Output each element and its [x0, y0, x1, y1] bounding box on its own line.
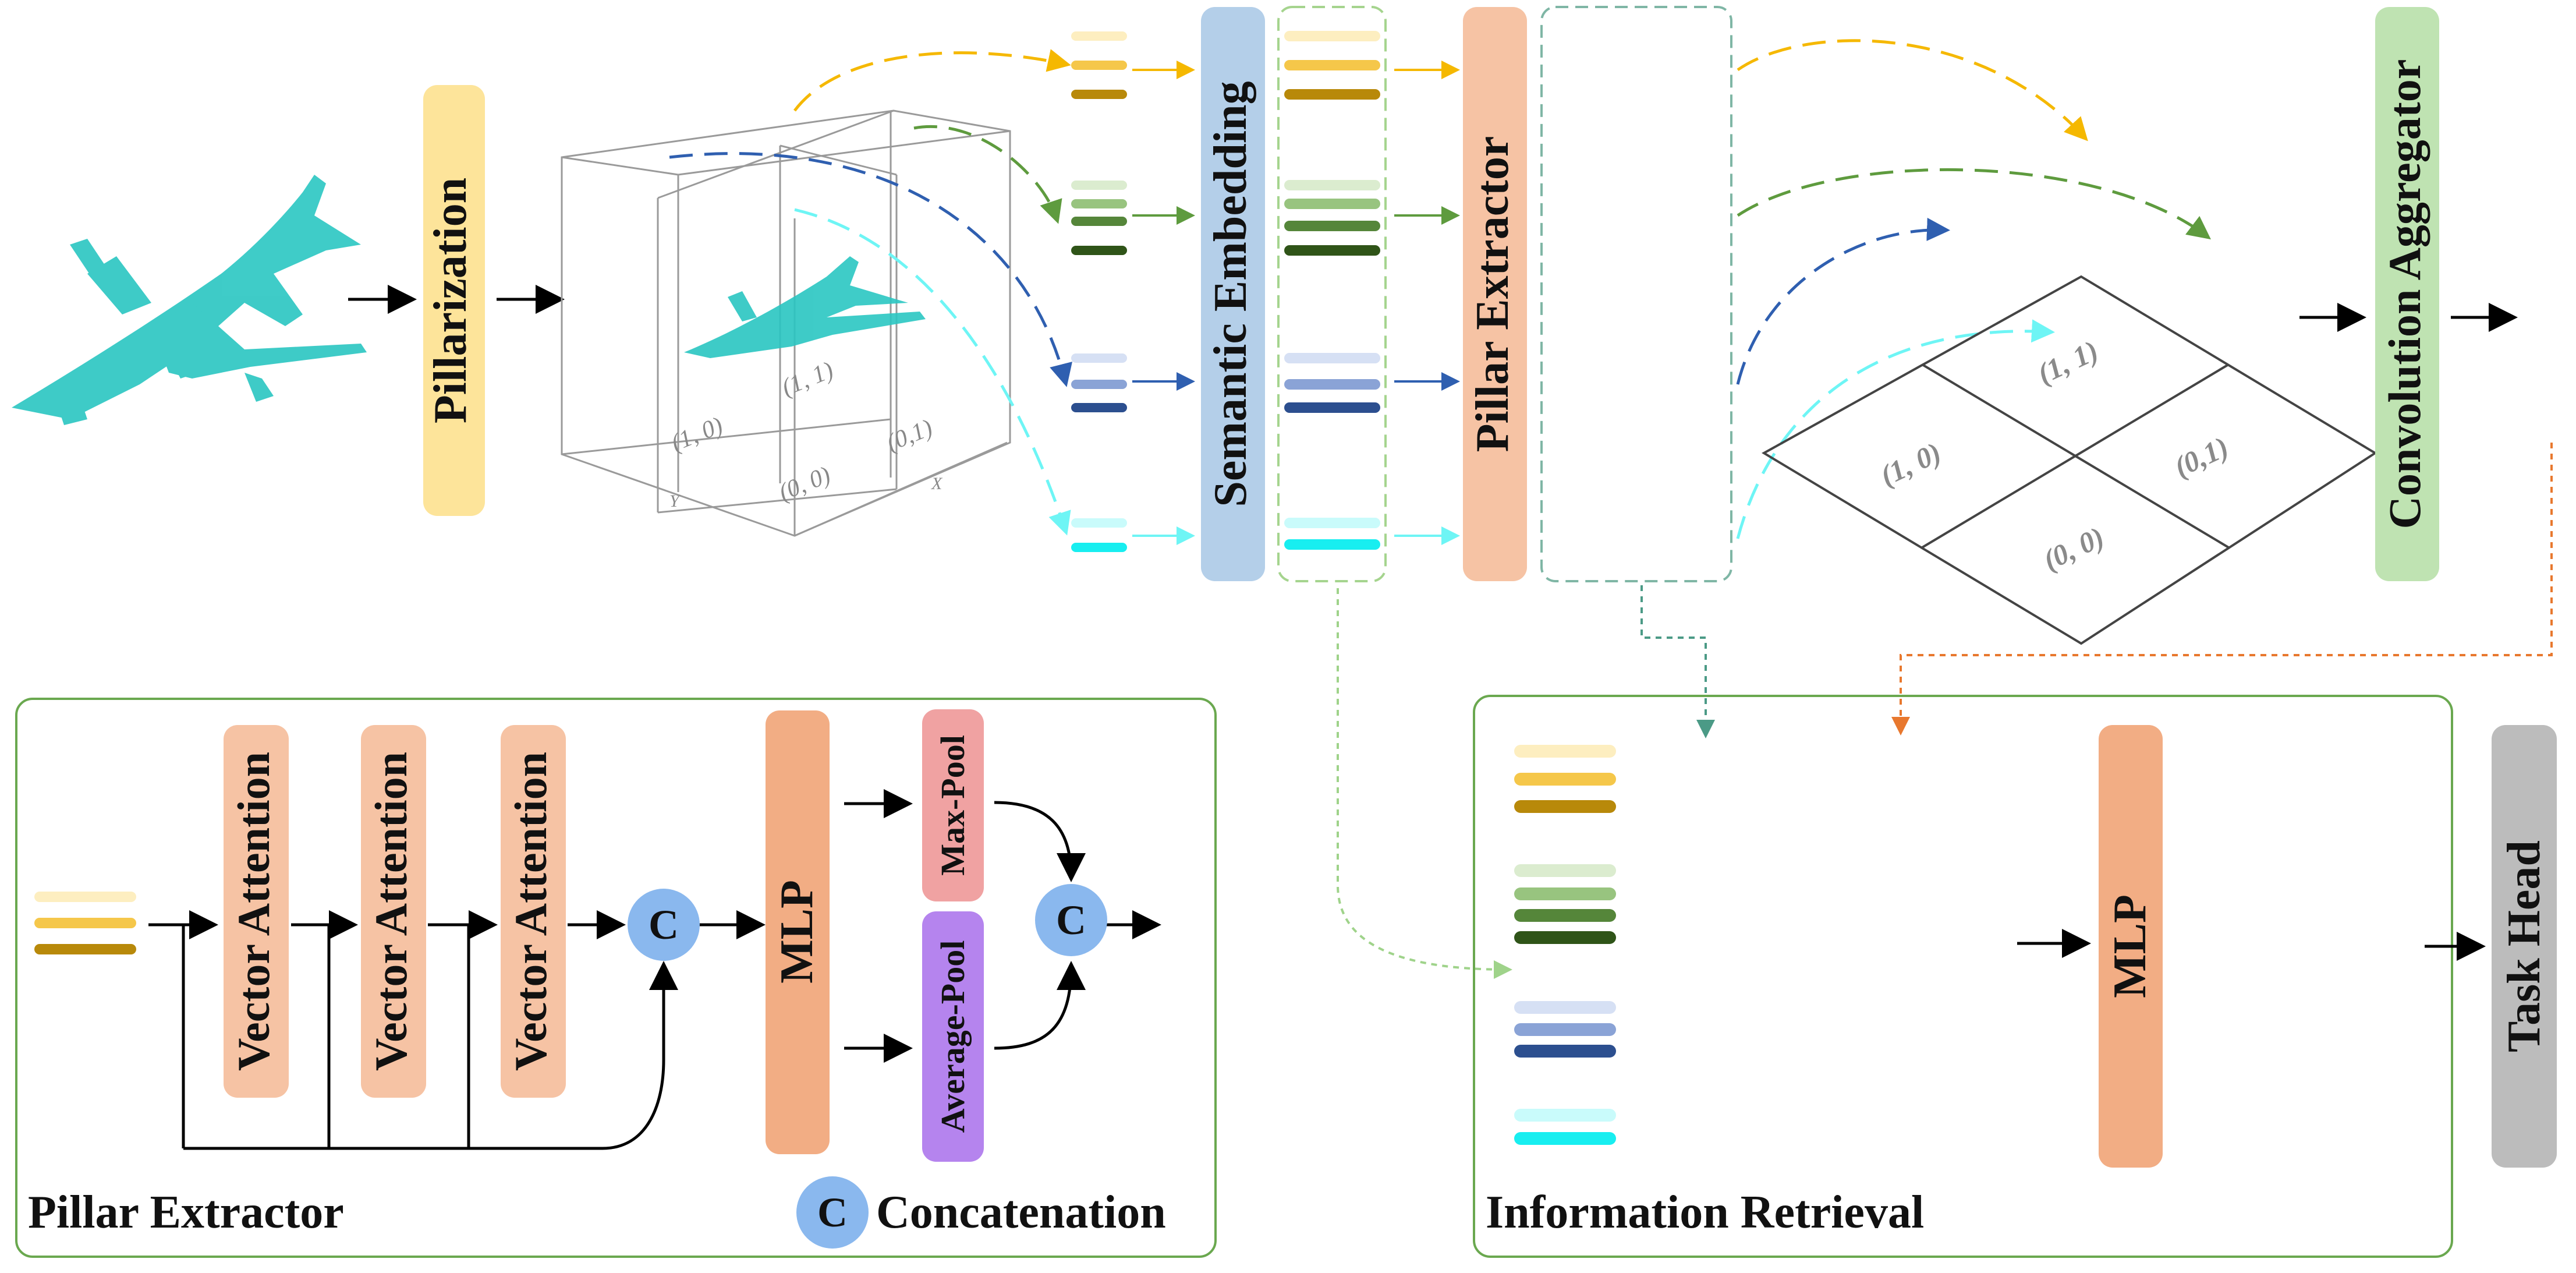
airplane-point-cloud-icon: [12, 175, 367, 425]
svg-text:C: C: [817, 1189, 848, 1236]
pe-input-features: [34, 892, 136, 954]
vector-attention-label-3: Vector Attention: [505, 752, 556, 1071]
svg-text:Average-Pool: Average-Pool: [934, 940, 972, 1133]
concat-legend: C Concatenation: [796, 1176, 1166, 1249]
cube-axis-x: X: [931, 474, 943, 493]
pillar-features-box: [1540, 6, 1732, 582]
pillar-extractor-panel: [15, 698, 1217, 1258]
task-head-block: Task Head: [2492, 725, 2557, 1168]
floor-label-1-0: (1, 0): [1875, 436, 1946, 492]
convolution-aggregator-label: Convolution Aggregator: [2379, 59, 2430, 529]
input-features: [1071, 31, 1127, 552]
cube-label-1-0: (1, 0): [668, 412, 727, 457]
vector-attention-block-1: Vector Attention: [224, 725, 289, 1098]
vector-attention-block-3: Vector Attention: [501, 725, 566, 1098]
task-head-label: Task Head: [2499, 840, 2550, 1052]
information-retrieval-panel-title: Information Retrieval: [1486, 1187, 1924, 1238]
cube-axis-y: Y: [669, 491, 681, 511]
retrieval-feature-matrix: [1514, 745, 1989, 1145]
svg-text:C: C: [649, 901, 679, 948]
concat-circle-2: C: [1035, 884, 1107, 956]
cube-label-1-1: (1, 1): [778, 357, 838, 402]
inner-airplane-icon: [684, 256, 926, 358]
pillar-floor-grid: [1762, 275, 2377, 645]
mlp-block-ir: MLP: [2099, 725, 2163, 1168]
retrieval-output-features: [2213, 789, 2413, 1079]
svg-text:MLP: MLP: [2104, 894, 2156, 998]
max-pool-block: Max-Pool: [922, 709, 984, 901]
information-retrieval-panel: [1473, 695, 2453, 1258]
concat-legend-label: Concatenation: [876, 1187, 1166, 1238]
embedded-features-box: [1277, 6, 1387, 582]
embedded-features: [1284, 31, 1380, 550]
vector-attention-label-2: Vector Attention: [366, 752, 416, 1071]
pe-arrows: [148, 789, 1161, 1150]
semantic-embedding-block: Semantic Embedding: [1201, 7, 1265, 581]
floor-pillars: [1951, 140, 2217, 550]
svg-text:MLP: MLP: [771, 880, 823, 984]
pillar-features: [1546, 63, 1727, 544]
concat-circle-1: C: [628, 889, 700, 961]
pillarization-block: Pillarization: [423, 85, 485, 516]
convolution-aggregator-block: Convolution Aggregator: [2375, 7, 2439, 581]
vector-attention-label-1: Vector Attention: [228, 752, 279, 1071]
floor-label-1-1: (1, 1): [2032, 334, 2103, 390]
pillar-extractor-block: Pillar Extractor: [1463, 7, 1527, 581]
floor-label-0-1: (0,1): [2169, 430, 2234, 483]
svg-text:C: C: [1056, 897, 1086, 943]
pillar-cube: [561, 109, 1011, 537]
pillar-extractor-panel-title: Pillar Extractor: [28, 1187, 344, 1238]
mlp-block-pe: MLP: [766, 710, 830, 1154]
semantic-embedding-label: Semantic Embedding: [1205, 81, 1256, 507]
cube-label-0-0: (0, 0): [775, 462, 835, 507]
vector-attention-block-2: Vector Attention: [361, 725, 426, 1098]
pillarization-label: Pillarization: [425, 178, 476, 423]
average-pool-block: Average-Pool: [922, 911, 984, 1162]
svg-text:Max-Pool: Max-Pool: [934, 735, 972, 876]
pillar-extractor-label: Pillar Extractor: [1467, 136, 1518, 452]
